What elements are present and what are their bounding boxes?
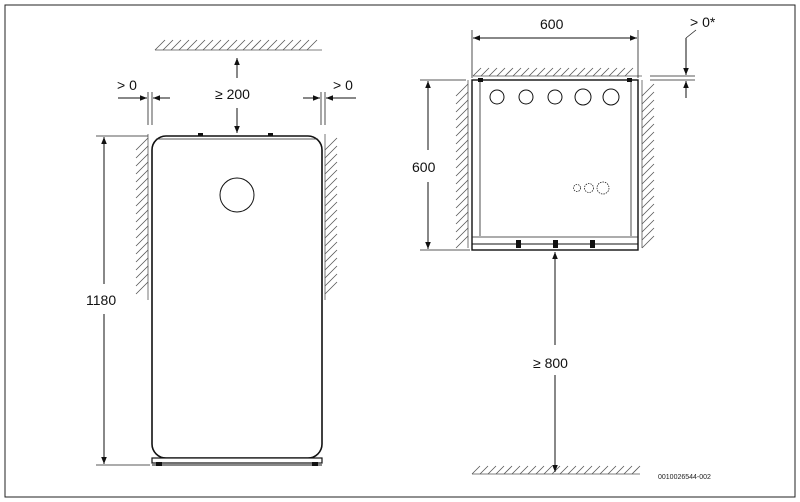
right-clearance-dim: > 0	[303, 77, 356, 125]
height-dim: 1180	[86, 135, 150, 466]
left-wall	[135, 134, 149, 300]
appliance-body-front	[151, 135, 323, 459]
height-label: 1180	[86, 292, 116, 308]
right-gap-label: > 0	[333, 77, 353, 93]
reference-code: 0010026544-002	[658, 474, 711, 481]
depth-label: 600	[412, 159, 436, 175]
top-gap-label: ≥ 200	[215, 86, 250, 102]
width-label: 600	[540, 16, 564, 32]
left-gap-label: > 0	[117, 77, 137, 93]
small-ports	[573, 181, 610, 195]
left-clearance-dim: > 0	[117, 77, 170, 125]
side-walls	[455, 80, 655, 249]
width-dim: 600	[471, 16, 639, 78]
top-clearance-dim: ≥ 200	[215, 58, 250, 133]
rear-gap-label: > 0*	[690, 14, 716, 30]
front-clearance-dim: ≥ 800	[533, 252, 568, 472]
rear-wall	[472, 67, 642, 77]
front-view: ≥ 200 > 0 > 0 1180	[86, 39, 356, 466]
rear-clearance-dim: > 0*	[650, 14, 716, 98]
top-view: 600 600 > 0* ≥ 800	[412, 14, 716, 475]
pipe-connections	[489, 88, 620, 106]
appliance-body-top	[471, 79, 639, 251]
flue-outlet	[219, 177, 255, 213]
floor-line	[471, 465, 641, 475]
right-wall	[324, 134, 338, 300]
ceiling-wall	[154, 39, 322, 51]
appliance-base	[151, 457, 323, 466]
frame-border	[4, 4, 796, 498]
depth-dim: 600	[412, 79, 470, 251]
front-gap-label: ≥ 800	[533, 355, 568, 371]
